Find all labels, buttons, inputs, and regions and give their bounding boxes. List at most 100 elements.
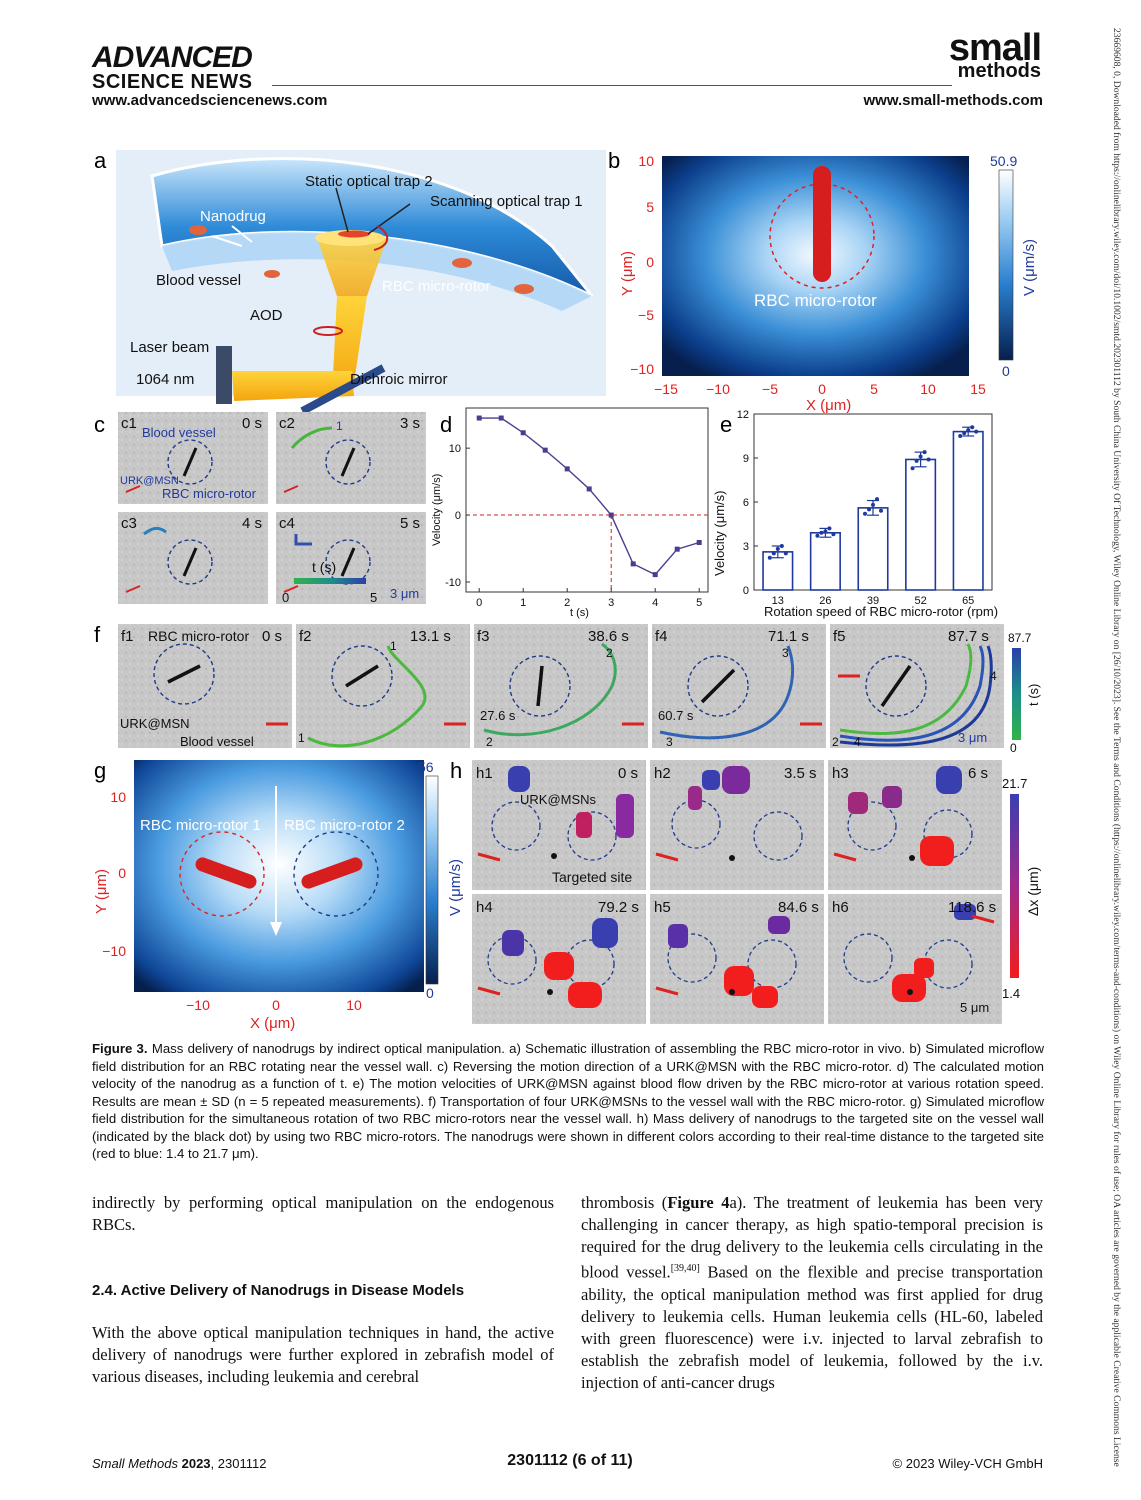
g-xtick: −10 (186, 997, 210, 1013)
h5-id: h5 (654, 899, 671, 916)
d-data-point (608, 512, 614, 518)
f-cbar-label: t (s) (1026, 684, 1041, 706)
d-data-point (674, 546, 680, 552)
panel-c-label: c (94, 412, 105, 437)
h4-time: 79.2 s (598, 899, 639, 916)
chart-e: e Velocity (μm/s) Rotation speed of RBC … (712, 409, 998, 619)
f-n2: 2 (832, 735, 839, 749)
f5-id: f5 (833, 628, 846, 645)
citation-ref[interactable]: [39,40] (670, 1263, 700, 1274)
header-rule (272, 85, 952, 86)
d-data-point (630, 561, 636, 567)
label-wavelength: 1064 nm (136, 371, 194, 388)
h4-id: h4 (476, 899, 493, 916)
journal-logo-right: small methods (948, 27, 1042, 81)
footer-year: 2023 (181, 1456, 211, 1471)
footer-journal: Small Methods (92, 1456, 178, 1471)
e-bar (952, 430, 984, 591)
e-ytick-label: 9 (743, 453, 749, 465)
f3-id: f3 (477, 628, 490, 645)
c-t-max: 5 (370, 590, 377, 605)
figure-ref[interactable]: Figure 4 (667, 1193, 730, 1212)
figure-3: a Static optical trap 2 Scanning optical… (92, 146, 1044, 1036)
paragraph-part: thrombosis ( (581, 1193, 668, 1212)
download-side-note: 23669608, 0, Downloaded from https://onl… (1111, 28, 1122, 1467)
b-ytick: 10 (638, 153, 654, 169)
d-data-point (476, 415, 482, 421)
g-cbar-label: V (μm/s) (447, 859, 464, 916)
h3-id: h3 (832, 765, 849, 782)
f5-time: 87.7 s (948, 628, 989, 645)
f-n4: 4 (990, 669, 997, 683)
label-dichroic-mirror: Dichroic mirror (350, 371, 448, 388)
footer-copyright: © 2023 Wiley-VCH GmbH (892, 1456, 1043, 1471)
caption-lead: Figure 3. (92, 1041, 148, 1056)
g-ytick: 10 (110, 789, 126, 805)
section-heading: 2.4. Active Delivery of Nanodrugs in Dis… (92, 1282, 465, 1299)
h-urk: URK@MSNs (520, 792, 597, 807)
body-column-right: thrombosis (Figure 4a). The treatment of… (581, 1192, 1043, 1394)
h6-time: 118.6 s (948, 899, 996, 916)
e-replicate-point (910, 466, 915, 471)
e-replicate-point (823, 529, 828, 534)
f-time-27: 27.6 s (480, 708, 516, 723)
f2-time: 13.1 s (410, 628, 451, 645)
c2-time: 3 s (400, 415, 420, 432)
d-plot-frame (465, 407, 709, 593)
logo-small: small (948, 27, 1042, 69)
label-aod: AOD (250, 307, 283, 324)
h1-time: 0 s (618, 765, 638, 782)
f1-id: f1 (121, 628, 134, 645)
h-cbar-label: Δx (μm) (1025, 867, 1041, 916)
paragraph-part: Based on the flexible and precise transp… (581, 1262, 1043, 1392)
label-scanning-trap: Scanning optical trap 1 (430, 193, 583, 210)
e-xtick-label: 26 (819, 595, 831, 607)
d-ylabel: Velocity (μm/s) (431, 474, 443, 546)
logo-science-news: SCIENCE NEWS (92, 71, 253, 93)
e-replicate-point (914, 458, 919, 463)
e-replicate-point (779, 544, 784, 548)
url-right[interactable]: www.small-methods.com (863, 92, 1043, 109)
d-data-point (696, 539, 702, 545)
e-replicate-point (966, 428, 971, 433)
e-ytick-label: 0 (743, 585, 749, 597)
e-replicate-point (831, 532, 836, 537)
e-replicate-point (962, 431, 967, 436)
panel-g-label: g (94, 758, 106, 783)
panel-a-label: a (94, 148, 107, 173)
panel-c: c c1 0 s c2 3 s c3 4 s c4 5 s Blood vess… (94, 412, 426, 605)
e-replicate-point (918, 454, 923, 459)
c1-time: 0 s (242, 415, 262, 432)
d-xtick-label: 2 (564, 597, 570, 609)
panel-f: f f1 0 s f2 13.1 s f3 38.6 s f4 71.1 s (94, 622, 1041, 755)
b-cbar-label: V (μm/s) (1021, 239, 1038, 296)
e-xtick-label: 65 (962, 595, 974, 607)
panel-f-label: f (94, 622, 101, 647)
e-replicate-point (922, 450, 927, 455)
e-bar (857, 507, 889, 591)
h-cbar-min: 1.4 (1002, 986, 1020, 1001)
g-rbc1: RBC micro-rotor 1 (140, 817, 261, 834)
c4-time: 5 s (400, 515, 420, 532)
f-n3: 3 (782, 646, 789, 660)
g-xlabel: X (μm) (250, 1015, 295, 1032)
c3-time: 4 s (242, 515, 262, 532)
d-data-point (520, 430, 526, 436)
panel-g: g RBC micro-rotor 1 RBC micro-rotor 2 56… (93, 758, 464, 1032)
label-blood-vessel: Blood vessel (156, 272, 241, 289)
b-xtick: −15 (654, 381, 678, 397)
f3-time: 38.6 s (588, 628, 629, 645)
f-scale: 3 μm (958, 730, 987, 745)
f-cbar-min: 0 (1010, 741, 1017, 755)
caption-text: Mass delivery of nanodrugs by indirect o… (92, 1041, 1044, 1161)
f2-id: f2 (299, 628, 312, 645)
c-rbc: RBC micro-rotor (162, 486, 257, 501)
d-data-point (586, 486, 592, 492)
url-left[interactable]: www.advancedsciencenews.com (92, 92, 328, 109)
e-replicate-point (875, 497, 879, 502)
e-replicate-point (783, 551, 788, 556)
paragraph-part: a). The treatment of leukemia has been v… (581, 1193, 1043, 1282)
f-n1: 1 (298, 731, 305, 745)
c-urk: URK@MSN (120, 475, 179, 487)
